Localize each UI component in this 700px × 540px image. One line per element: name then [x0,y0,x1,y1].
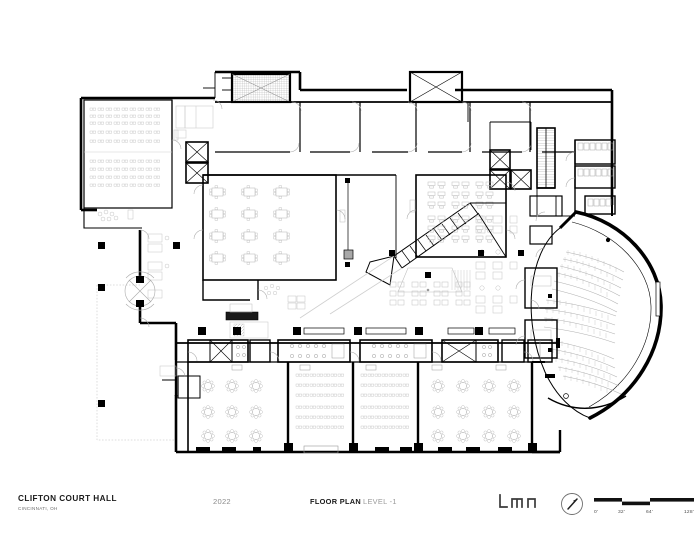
door-swings [139,99,576,378]
sheet-title-level: LEVEL -1 [363,497,397,506]
scale-tick-64: 64' [646,510,653,515]
scale-tick-32: 32' [618,510,625,515]
feature-stair-diagonal [299,202,479,319]
floor-slab [81,70,662,455]
south-classrooms [176,361,537,454]
south-corridor-columns [98,242,524,407]
east-service-rooms [524,195,563,359]
project-name: CLIFTON COURT HALL [18,494,117,503]
interior-partitions-light [202,72,575,280]
lmn-logo-icon [499,494,536,508]
floor-plan-svg [79,70,663,455]
west-entry-revolving-door [124,271,156,311]
project-location: CINCINNATI, OH [18,506,58,511]
project-identification: CLIFTON COURT HALL CINCINNATI, OH [18,494,117,512]
north-arrow-icon [561,493,583,515]
north-rooms [171,70,612,153]
scale-and-north: 0' 32' 64' 128' [558,490,698,529]
auditorium-seat-ticks [545,250,617,393]
scale-tick-0: 0' [594,510,599,515]
project-year: 2022 [213,497,231,506]
plan-geometry [79,70,663,455]
floor-plan-drawing [79,70,663,455]
open-desk-grid-center [389,267,471,306]
scale-bar-svg [561,493,694,515]
lmn-logo[interactable] [497,492,543,517]
southeast-link [532,338,562,454]
sheet-footer: CLIFTON COURT HALL CINCINNATI, OH 2022 F… [0,470,700,540]
southwest-service [159,360,201,399]
scale-tick-128: 128' [684,510,694,515]
sheet-title-primary: FLOOR PLAN [310,497,362,506]
lounge-furniture-center [475,215,518,314]
west-corridor-furniture [147,233,170,299]
center-corridor [203,174,396,267]
graphic-scale-bar [594,498,694,506]
lounge-cluster-northwest [83,208,142,229]
vertical-circulation [185,127,556,319]
